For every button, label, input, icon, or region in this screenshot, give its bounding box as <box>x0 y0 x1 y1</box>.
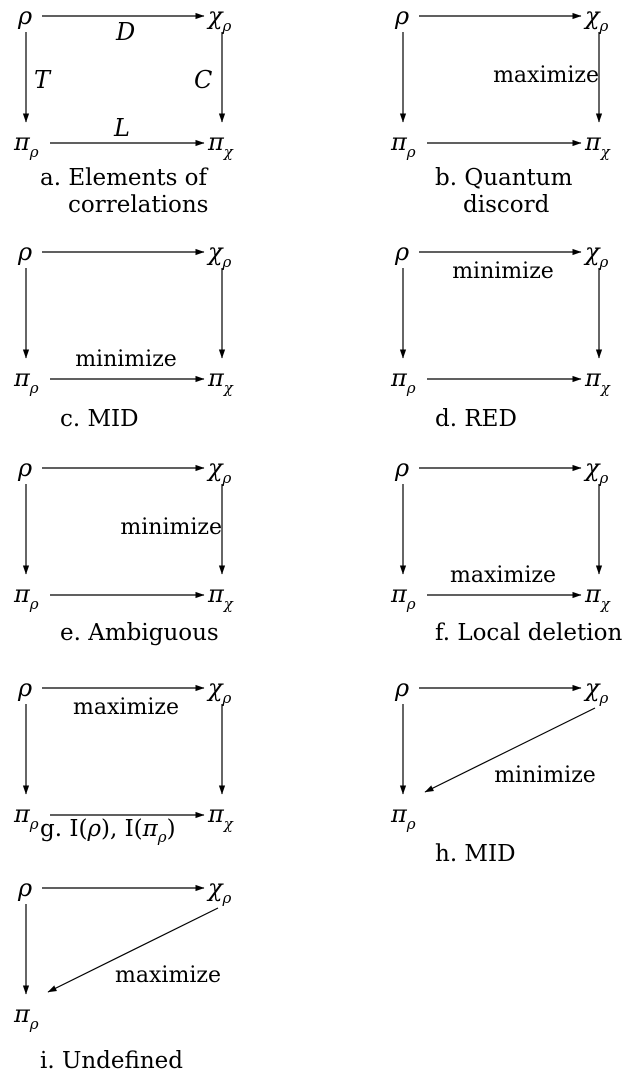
panel-caption: correlations <box>68 192 208 218</box>
pi-rho-node: πρ <box>390 580 416 613</box>
chi-rho-node: χρ <box>583 238 609 271</box>
panel-caption: g. I(ρ), I(πρ) <box>40 816 176 846</box>
panel-a: ρ χρ πρ πχ D T C L <box>13 2 234 161</box>
panel-f: ρ χρ πρ πχ maximize <box>390 454 611 613</box>
chi-rho-node: χρ <box>583 454 609 487</box>
diagonal-arrow <box>47 907 219 993</box>
pi-rho-node: πρ <box>390 364 416 397</box>
diagonal-arrow <box>424 707 596 793</box>
panel-b: ρ χρ πρ πχ maximize <box>390 2 611 161</box>
right-label: minimize <box>120 515 222 540</box>
rho-node: ρ <box>394 454 409 482</box>
pi-rho-node: πρ <box>13 128 39 161</box>
chi-rho-node: χρ <box>206 2 232 35</box>
panel-caption: c. MID <box>60 406 139 432</box>
chi-rho-node: χρ <box>206 454 232 487</box>
pi-chi-node: πχ <box>207 364 234 397</box>
panel-caption: h. MID <box>435 841 516 867</box>
label-L: L <box>113 114 130 142</box>
rho-node: ρ <box>17 238 32 266</box>
pi-rho-node: πρ <box>13 800 39 833</box>
chi-rho-node: χρ <box>583 2 609 35</box>
rho-node: ρ <box>394 238 409 266</box>
pi-chi-node: πχ <box>584 364 611 397</box>
chi-rho-node: χρ <box>206 238 232 271</box>
top-label: maximize <box>73 695 179 720</box>
rho-node: ρ <box>17 2 32 30</box>
label-C: C <box>194 66 212 94</box>
pi-chi-node: πχ <box>207 580 234 613</box>
pi-rho-node: πρ <box>390 128 416 161</box>
diagonal-label: minimize <box>494 763 596 788</box>
panel-c: ρ χρ πρ πχ minimize <box>13 238 234 397</box>
pi-chi-node: πχ <box>584 128 611 161</box>
bottom-label: minimize <box>75 347 177 372</box>
rho-node: ρ <box>394 674 409 702</box>
pi-rho-node: πρ <box>13 364 39 397</box>
panel-d: ρ χρ πρ πχ minimize <box>390 238 611 397</box>
rho-node: ρ <box>394 2 409 30</box>
pi-rho-node: πρ <box>13 1000 39 1033</box>
panel-caption: e. Ambiguous <box>60 620 219 646</box>
label-T: T <box>34 66 52 94</box>
panel-caption: b. Quantum <box>435 165 573 191</box>
top-label: minimize <box>452 259 554 284</box>
panel-g: ρ χρ πρ πχ maximize <box>13 674 234 833</box>
label-D: D <box>115 18 135 46</box>
pi-chi-node: πχ <box>207 128 234 161</box>
panel-caption: f. Local deletion <box>435 620 622 646</box>
pi-rho-node: πρ <box>390 800 416 833</box>
bottom-label: maximize <box>450 563 556 588</box>
panel-h: ρ χρ πρ minimize <box>390 674 609 833</box>
right-label: maximize <box>493 63 599 88</box>
panel-caption: a. Elements of <box>40 165 209 191</box>
pi-chi-node: πχ <box>584 580 611 613</box>
rho-node: ρ <box>17 674 32 702</box>
chi-rho-node: χρ <box>206 874 232 907</box>
chi-rho-node: χρ <box>206 674 232 707</box>
panel-caption: discord <box>463 192 550 218</box>
panel-e: ρ χρ πρ πχ minimize <box>13 454 234 613</box>
chi-rho-node: χρ <box>583 674 609 707</box>
rho-node: ρ <box>17 454 32 482</box>
rho-node: ρ <box>17 874 32 902</box>
pi-rho-node: πρ <box>13 580 39 613</box>
diagonal-label: maximize <box>115 963 221 988</box>
panel-caption: i. Undefined <box>40 1048 183 1074</box>
panel-caption: d. RED <box>435 406 517 432</box>
pi-chi-node: πχ <box>207 800 234 833</box>
panel-i: ρ χρ πρ maximize <box>13 874 232 1033</box>
